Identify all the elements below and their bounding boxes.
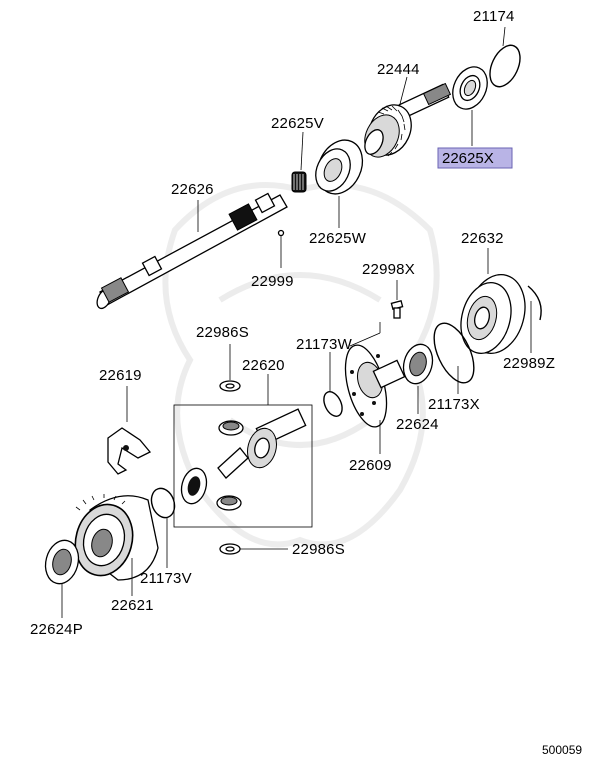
bearing-22625X[interactable] [446, 61, 494, 114]
label-22444[interactable]: 22444 [377, 61, 420, 78]
label-22620[interactable]: 22620 [242, 357, 285, 374]
label-21174[interactable]: 21174 [473, 8, 515, 25]
label-22624P[interactable]: 22624P [30, 621, 83, 638]
label-22998X[interactable]: 22998X [362, 261, 415, 278]
label-22989Z[interactable]: 22989Z [503, 355, 555, 372]
pin-22999[interactable] [277, 229, 285, 237]
bearing-22625W[interactable] [309, 133, 371, 202]
drive-flange-22609[interactable] [338, 341, 406, 431]
snap-ring-21174[interactable] [484, 41, 526, 92]
washer-22986S-bottom[interactable] [219, 543, 241, 555]
label-22625X[interactable]: 22625X [442, 150, 494, 167]
diff-gear-set-22620[interactable] [173, 404, 313, 528]
label-22624[interactable]: 22624 [396, 416, 439, 433]
transfer-cover-22632[interactable] [454, 268, 534, 360]
label-22625V[interactable]: 22625V [271, 115, 324, 132]
label-22986S-bottom[interactable]: 22986S [292, 541, 345, 558]
label-22619[interactable]: 22619 [99, 367, 142, 384]
label-22626[interactable]: 22626 [171, 181, 214, 198]
washer-22986S-top[interactable] [219, 380, 241, 392]
label-22632[interactable]: 22632 [461, 230, 504, 247]
label-22999[interactable]: 22999 [251, 273, 294, 290]
label-22986S-top[interactable]: 22986S [196, 324, 249, 341]
drive-gear-22444[interactable] [358, 82, 452, 162]
label-22625W[interactable]: 22625W [309, 230, 367, 247]
snap-ring-22989Z[interactable] [527, 285, 542, 321]
main-shaft-22626[interactable] [94, 192, 288, 311]
needle-bearing-22625V[interactable] [291, 171, 307, 193]
diff-case-ring-gear-22621[interactable] [68, 494, 159, 582]
label-21173X[interactable]: 21173X [428, 396, 480, 413]
label-21173V[interactable]: 21173V [140, 570, 192, 587]
bearing-22624P[interactable] [41, 537, 83, 588]
o-ring-21173W[interactable] [320, 389, 345, 419]
label-22609[interactable]: 22609 [349, 457, 392, 474]
reference-number: 500059 [542, 743, 582, 757]
pinion-shaft-22619[interactable] [107, 427, 152, 475]
bolt-22998X[interactable] [390, 300, 404, 319]
o-ring-21173V[interactable] [148, 485, 179, 521]
highlighted-part-22625X[interactable]: 22625X [437, 147, 513, 169]
label-21173W[interactable]: 21173W [296, 336, 353, 353]
label-22621[interactable]: 22621 [111, 597, 154, 614]
o-ring-21173X[interactable] [426, 317, 482, 389]
bearing-22624[interactable] [399, 341, 436, 387]
